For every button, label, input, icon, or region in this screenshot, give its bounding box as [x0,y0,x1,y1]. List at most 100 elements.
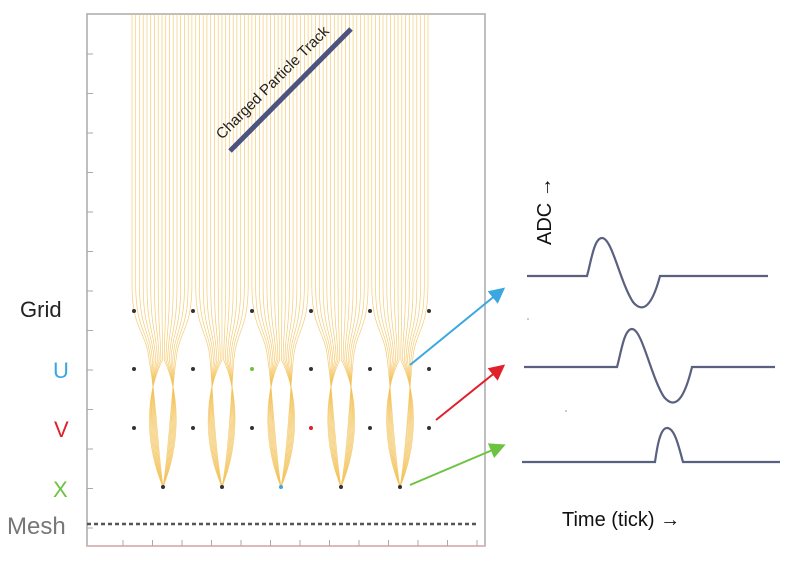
field-line [221,14,234,488]
v-wire [191,426,195,430]
field-line [280,14,294,488]
field-line [340,14,358,488]
field-line [311,14,342,488]
x-plane-label: X [53,477,68,502]
x-wire [279,485,283,489]
field-line [262,14,282,488]
v-wire [250,426,254,430]
field-line [150,14,164,488]
x-wire [339,485,343,489]
field-line [340,14,369,488]
v-wire [309,426,313,430]
field-line [267,14,282,488]
field-line [318,14,342,488]
field-line [340,14,365,488]
v-wire [368,426,372,430]
adc-axis-label: ADC → [534,177,556,245]
field-line [221,14,236,488]
field-line [340,14,354,488]
field-line [322,14,342,488]
field-line [280,14,295,488]
grid-wire [427,309,431,313]
drift-field-lines [131,14,429,488]
field-line [399,14,414,488]
field-line [149,14,164,488]
field-line [221,14,249,488]
field-line [327,14,342,488]
charged-particle-track [228,27,353,153]
time-axis-label: Time (tick) → [562,509,680,531]
field-line [150,14,164,488]
field-line [387,14,401,488]
field-line [195,14,223,488]
field-line [280,14,305,488]
grid-wire [368,309,372,313]
field-line [340,14,355,488]
field-line [399,14,414,488]
x-wire [398,485,402,489]
field-line [199,14,223,488]
v-wire [427,426,431,430]
field-line [382,14,401,488]
u-wire [309,367,313,371]
field-line [378,14,401,488]
field-line [315,14,342,488]
u-wire [250,367,254,371]
mesh-label: Mesh [7,513,66,540]
field-line [340,14,361,488]
field-line [280,14,309,488]
v-signal-arrow [435,364,506,421]
x-waveform [522,426,780,464]
field-line [146,14,164,488]
field-line [221,14,242,488]
field-line [326,14,342,488]
field-line [162,14,176,488]
field-line [399,14,418,488]
field-line [206,14,223,488]
field-line [268,14,282,488]
field-line [329,14,342,488]
field-line [210,14,223,488]
field-line [221,14,245,488]
field-line [399,14,413,488]
u-wire [132,367,136,371]
u-plane-label: U [53,358,69,383]
field-line [202,14,223,488]
field-line [135,14,164,488]
field-line [399,14,429,488]
field-line [386,14,401,488]
field-line [280,14,301,488]
field-line [387,14,401,488]
field-line [340,14,355,488]
x-wire [220,485,224,489]
field-line [162,14,178,488]
field-line [162,14,185,488]
field-line [162,14,182,488]
v-wire [132,426,136,430]
field-line [399,14,421,488]
field-line [255,14,282,488]
waveform-speck [527,318,529,320]
field-line [162,14,189,488]
u-signal-arrow [409,287,506,366]
field-line [221,14,238,488]
field-line [221,14,235,488]
field-line [371,14,401,488]
field-line [266,14,282,488]
field-line [259,14,282,488]
frame-ticks [87,53,478,546]
field-line [328,14,342,488]
field-line [207,14,223,488]
v-plane-label: V [54,417,69,442]
u-wire [368,367,372,371]
field-line [149,14,164,488]
waveform-speck-2 [565,410,567,412]
field-line [269,14,282,488]
field-line [162,14,177,488]
field-line [139,14,164,488]
grid-wire [132,309,136,313]
field-line [162,14,193,488]
field-line [399,14,425,488]
field-line [375,14,401,488]
